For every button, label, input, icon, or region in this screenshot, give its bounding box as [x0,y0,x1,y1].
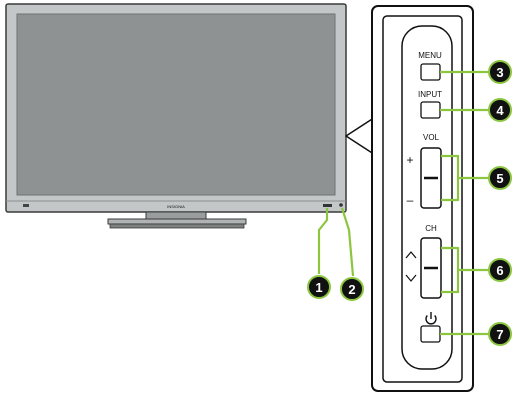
tv-screen [16,13,336,196]
vol-plus-label: + [406,153,413,167]
menu-label: MENU [418,51,442,60]
svg-text:3: 3 [496,65,503,80]
vol-label: VOL [423,133,440,142]
svg-text:2: 2 [348,282,355,297]
tv: INSIGNIA [5,3,347,229]
callout-4: 4 [488,98,512,122]
callout-3: 3 [488,60,512,84]
callout-lines [317,70,490,336]
svg-text:5: 5 [496,171,503,186]
side-control-panel: MENU INPUT VOL + – CH [371,5,474,392]
callout-5: 5 [488,166,512,190]
callout-badges: 1 2 3 4 5 6 7 [307,60,512,346]
callout-1: 1 [307,275,331,299]
tv-brand-logo: INSIGNIA [167,204,185,209]
vol-minus-label: – [407,193,414,207]
callout-2: 2 [340,277,364,301]
power-indicator [339,203,343,207]
input-button[interactable] [420,101,441,119]
svg-text:1: 1 [315,280,322,295]
callout-7: 7 [488,322,512,346]
svg-text:6: 6 [496,263,503,278]
svg-text:4: 4 [496,103,504,118]
left-indicator [23,204,29,207]
input-label: INPUT [418,90,442,99]
remote-sensor [323,204,332,207]
callout-6: 6 [488,258,512,282]
ch-label: CH [425,224,437,233]
tv-stand-neck [145,211,207,220]
power-button[interactable] [420,325,441,343]
svg-text:7: 7 [496,327,503,342]
power-icon [425,312,437,325]
menu-button[interactable] [420,63,441,81]
ch-up-icon [405,251,417,259]
ch-down-icon [405,274,417,282]
tv-stand-base [107,218,247,225]
